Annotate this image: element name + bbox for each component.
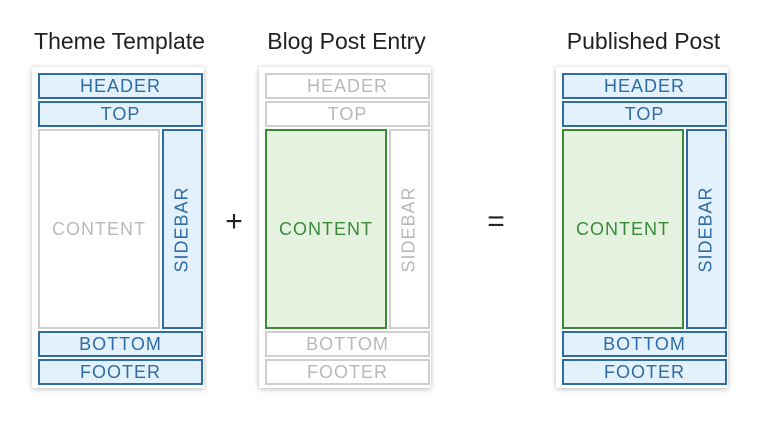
- theme-template-title: Theme Template: [34, 28, 205, 54]
- plus-operator: +: [225, 205, 243, 238]
- content-region: CONTENT: [265, 129, 387, 329]
- blog-post-entry-title: Blog Post Entry: [267, 28, 426, 54]
- top-region: TOP: [265, 101, 430, 127]
- published-post-panel: HEADER TOP CONTENT SIDEBAR BOTTOM FOOTER: [556, 67, 728, 388]
- sidebar-region: SIDEBAR: [162, 129, 203, 329]
- sidebar-region: SIDEBAR: [389, 129, 430, 329]
- sidebar-region: SIDEBAR: [686, 129, 727, 329]
- blog-post-entry-panel: HEADER TOP CONTENT SIDEBAR BOTTOM FOOTER: [259, 67, 431, 388]
- footer-region: FOOTER: [562, 359, 727, 385]
- top-region: TOP: [38, 101, 203, 127]
- content-region: CONTENT: [38, 129, 160, 329]
- header-region: HEADER: [562, 73, 727, 99]
- published-post-title: Published Post: [566, 28, 721, 54]
- theme-template-panel: HEADER TOP CONTENT SIDEBAR BOTTOM FOOTER: [32, 67, 204, 388]
- footer-region: FOOTER: [265, 359, 430, 385]
- equals-operator: =: [487, 205, 505, 238]
- sidebar-label: SIDEBAR: [172, 185, 192, 273]
- sidebar-label: SIDEBAR: [696, 185, 716, 273]
- footer-region: FOOTER: [38, 359, 203, 385]
- content-region: CONTENT: [562, 129, 684, 329]
- header-region: HEADER: [38, 73, 203, 99]
- top-region: TOP: [562, 101, 727, 127]
- bottom-region: BOTTOM: [38, 331, 203, 357]
- sidebar-label: SIDEBAR: [399, 185, 419, 273]
- header-region: HEADER: [265, 73, 430, 99]
- bottom-region: BOTTOM: [562, 331, 727, 357]
- bottom-region: BOTTOM: [265, 331, 430, 357]
